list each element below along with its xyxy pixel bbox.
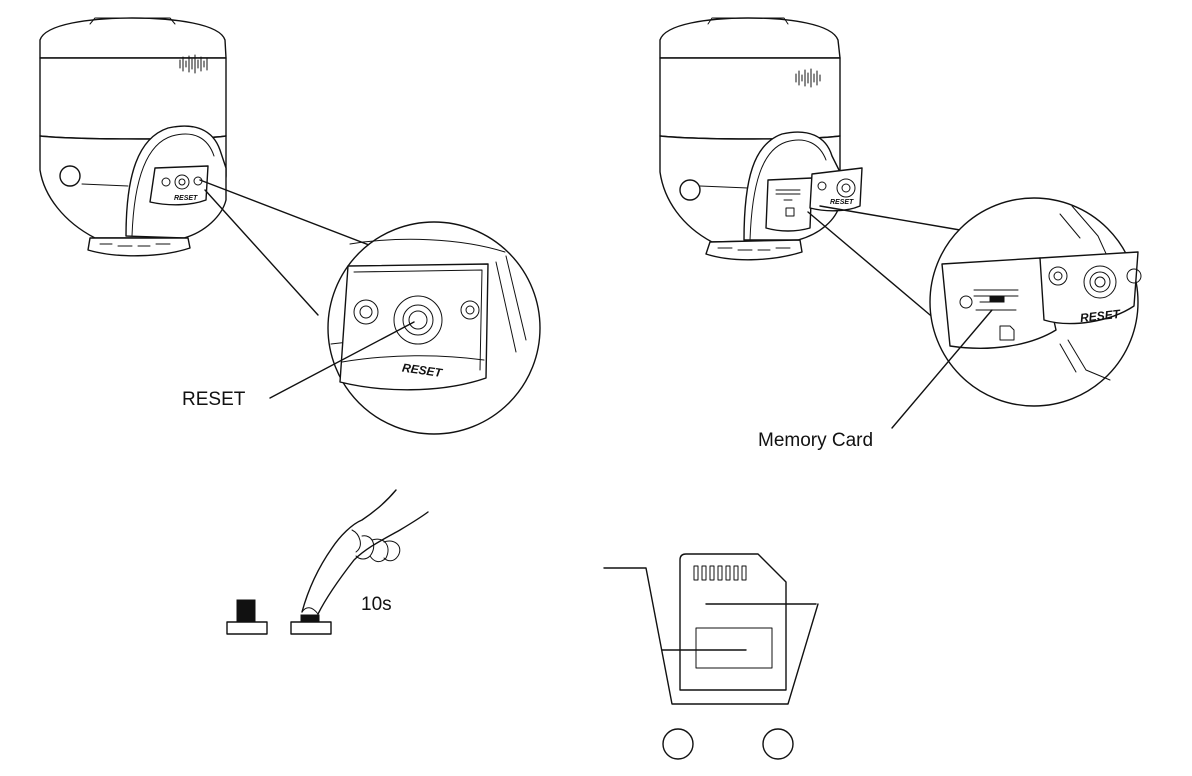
memory-card-icon — [999, 325, 1015, 341]
card-insertion-illustration — [603, 553, 819, 760]
camera-memory-card-view: RESET — [659, 17, 1142, 451]
speaker-grill-icon — [795, 68, 821, 88]
magnified-reset-detail: RESET — [327, 221, 541, 435]
wheel-left — [662, 728, 694, 760]
side-button — [679, 179, 701, 201]
button-released — [226, 599, 268, 635]
zoom-lines-2 — [807, 205, 961, 321]
camera2-reset-engraving: RESET — [830, 199, 854, 206]
finger-press-icon — [301, 489, 429, 615]
magnified-card-reset-engraving: RESET — [1079, 307, 1122, 325]
speaker-grill-icon — [179, 54, 208, 74]
magnified-card-slot-detail: RESET — [929, 197, 1142, 407]
button-pressed — [290, 614, 332, 635]
camera-body: RESET — [39, 17, 227, 257]
camera-reset-view: RESET RESET — [39, 17, 541, 435]
memory-card-callout-label: Memory Card — [758, 430, 873, 451]
memory-card-leader-line — [891, 309, 993, 429]
reset-callout-label: RESET — [182, 389, 246, 410]
reset-button-magnified — [393, 295, 443, 345]
memory-card-large-icon — [679, 553, 787, 691]
side-button — [59, 165, 81, 187]
press-duration-label: 10s — [361, 594, 392, 615]
press-reset-illustration: 10s — [226, 489, 429, 635]
magnified-reset-engraving: RESET — [401, 361, 444, 381]
camera-body-2: RESET — [659, 17, 863, 261]
wheel-right — [762, 728, 794, 760]
camera-reset-engraving: RESET — [174, 195, 198, 202]
reset-leader-line — [269, 321, 415, 399]
